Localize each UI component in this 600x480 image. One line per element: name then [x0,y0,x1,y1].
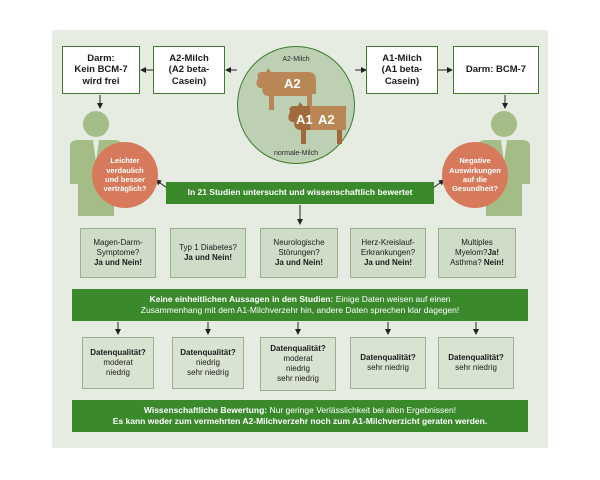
finding-2-line1: Typ 1 Diabetes? [179,243,237,252]
finding-1-line1: Magen-Darm- [93,238,143,247]
quality-5-title: Datenqualität? [448,353,504,362]
left-outcome-line2: Kein BCM-7 [74,64,128,76]
right-outcome-label: Darm: BCM-7 [465,64,527,76]
question-right-line1: Negative [459,156,491,166]
question-left-line3: und besser [104,175,145,184]
conclusion-line1: Wissenschaftliche Bewertung: Nur geringe… [72,405,528,416]
question-right-circle: Negative Auswirkungen auf die Gesundheit… [442,142,508,208]
a1-milk-box: A1-Milch (A1 beta- Casein) [366,46,438,94]
conclusion-rest: Nur geringe Verlässlichkeit bei allen Er… [267,404,457,415]
quality-1-line1: moderat [103,358,133,367]
finding-box-4: Herz-Kreislauf- Erkrankungen? Ja und Nei… [350,228,426,278]
conclusion-bar: Wissenschaftliche Bewertung: Nur geringe… [72,400,528,432]
cow-a1a2-icon [288,102,346,144]
question-left-line1: Leichter [110,156,140,166]
quality-4-title: Datenqualität? [360,353,416,362]
quality-3-line3: sehr niedrig [277,374,319,383]
left-outcome-line3: wird frei [82,75,120,87]
left-outcome-box: Darm: Kein BCM-7 wird frei [62,46,140,94]
finding-box-2: Typ 1 Diabetes? Ja und Nein! [170,228,246,278]
quality-box-1: Datenqualität? moderat niedrig [82,337,154,389]
conclusion-bold: Wissenschaftliche Bewertung: [143,404,268,415]
finding-4-line1: Herz-Kreislauf- [361,238,415,247]
studies-bar: In 21 Studien untersucht und wissenschaf… [166,182,434,204]
quality-2-line2: sehr niedrig [187,368,229,377]
question-right-line3: auf die [462,175,488,184]
quality-box-3: Datenqualität? moderat niedrig sehr nied… [260,337,336,391]
finding-1-line2: Symptome? [96,248,140,257]
a1-milk-line2: (A1 beta- [381,64,423,76]
question-left-line4: verträglich? [103,184,147,194]
finding-5-asthma: Asthma? [450,258,482,267]
question-right-line4: Gesundheit? [452,184,498,194]
question-left-circle: Leichter verdaulich und besser verträgli… [92,142,158,208]
circle-top-label: A2-Milch [282,56,310,63]
finding-3-answer: Ja und Nein! [274,258,323,267]
a2-milk-line2: (A2 beta- [168,64,210,76]
statement-bold: Keine einheitlichen Aussagen in den Stud… [149,293,334,304]
finding-2-answer: Ja und Nein! [183,253,232,262]
circle-bottom-label: normale-Milch [274,150,318,157]
finding-4-answer: Ja und Nein! [363,258,412,267]
quality-1-line2: niedrig [105,368,130,377]
quality-3-line1: moderat [283,354,313,363]
quality-box-5: Datenqualität? sehr niedrig [438,337,514,389]
quality-box-4: Datenqualität? sehr niedrig [350,337,426,389]
quality-box-2: Datenqualität? niedrig sehr niedrig [172,337,244,389]
statement-line2: Zusammenhang mit dem A1-Milchverzehr hin… [140,305,460,315]
question-left-line2: verdaulich [106,165,144,175]
quality-2-title: Datenqualität? [180,348,236,357]
finding-1-answer: Ja und Nein! [93,258,142,267]
finding-5-inline-answer: Ja! [487,248,499,257]
left-outcome-line1: Darm: [87,52,115,64]
a1-milk-line1: A1-Milch [382,52,422,64]
finding-box-3: Neurologische Störungen? Ja und Nein! [260,228,338,278]
finding-3-line1: Neurologische [273,238,325,247]
cow-a2-icon [256,68,316,110]
milk-circle [237,46,355,164]
quality-5-line1: sehr niedrig [455,363,497,372]
quality-3-title: Datenqualität? [270,344,326,353]
cow-a1a2-a2-label: A2 [318,112,335,127]
finding-5-myelom: Myelom? [454,248,488,257]
statement-line1: Keine einheitlichen Aussagen in den Stud… [72,294,528,305]
cow-a1-label: A1 [296,112,313,127]
studies-bar-text: In 21 Studien untersucht und wissenschaf… [187,187,413,198]
statement-bar: Keine einheitlichen Aussagen in den Stud… [72,289,528,321]
quality-2-line1: niedrig [195,358,220,367]
a2-milk-line1: A2-Milch [169,52,209,64]
question-right-line2: Auswirkungen [449,165,501,175]
finding-4-line2: Erkrankungen? [360,248,416,257]
finding-5-answer: Nein! [483,258,504,267]
cow-a2-label: A2 [284,76,301,91]
finding-box-5: Multiples Myelom?Ja! Asthma? Nein! [438,228,516,278]
finding-3-line2: Störungen? [278,248,320,257]
finding-5-line1: Multiples [461,238,493,247]
right-outcome-box: Darm: BCM-7 [453,46,539,94]
quality-4-line1: sehr niedrig [367,363,409,372]
a2-milk-line3: Casein) [171,75,207,87]
quality-3-line2: niedrig [285,364,310,373]
finding-5-line2: Myelom?Ja! [439,248,515,258]
a1-milk-line3: Casein) [384,75,420,87]
quality-1-title: Datenqualität? [90,348,146,357]
statement-rest: Einige Daten weisen auf einen [333,293,451,304]
finding-5-line3: Asthma? Nein! [439,258,515,268]
conclusion-line2: Es kann weder zum vermehrten A2-Milchver… [112,416,488,426]
finding-box-1: Magen-Darm- Symptome? Ja und Nein! [80,228,156,278]
a2-milk-box: A2-Milch (A2 beta- Casein) [153,46,225,94]
